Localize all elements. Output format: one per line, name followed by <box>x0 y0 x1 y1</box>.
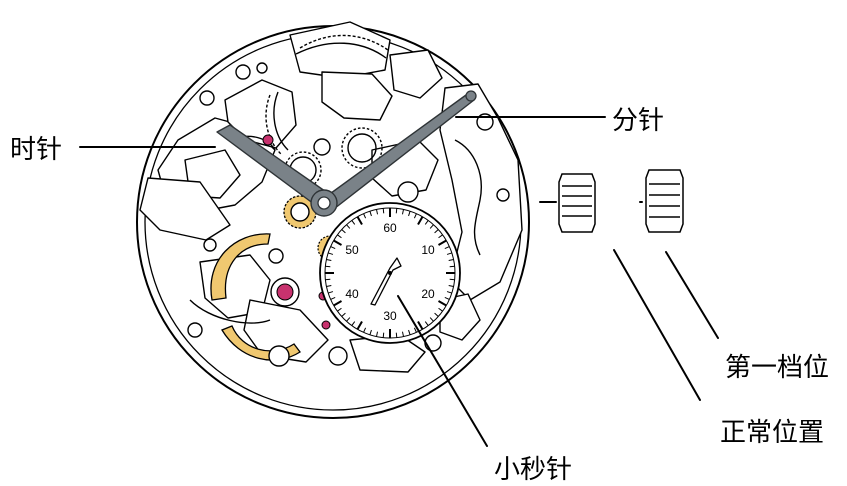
subdial-tick <box>356 320 363 330</box>
subdial-tick <box>333 239 343 246</box>
subdial-tick <box>446 291 452 294</box>
subdial-tick <box>330 246 336 250</box>
small-seconds-subdial: 60 10 20 30 40 50 <box>319 202 461 344</box>
subdial-tick <box>382 208 385 214</box>
subdial-tick <box>328 291 334 294</box>
subdial-tick <box>328 252 334 255</box>
subdial-tick <box>337 307 342 312</box>
subdial-tick <box>363 213 367 219</box>
subdial-tick <box>395 332 398 338</box>
subdial-tick <box>326 284 332 288</box>
label-hour-hand: 时针 <box>10 135 62 165</box>
subdial-tick <box>375 331 379 337</box>
subdial-tick <box>413 327 417 333</box>
subdial-tick <box>401 331 405 337</box>
subdial-tick <box>408 211 411 217</box>
subdial-tick <box>346 224 351 229</box>
subdial-tick <box>341 229 346 234</box>
subdial-tick <box>437 300 447 307</box>
subdial-tick <box>395 208 398 214</box>
subdial-tick <box>369 329 372 335</box>
subdial-tick <box>363 327 367 333</box>
subdial-tick <box>351 220 356 225</box>
subdial-tick <box>337 234 342 239</box>
leader-first-position <box>665 251 719 339</box>
subdial-tick <box>429 317 434 322</box>
subdial-tick <box>325 265 331 268</box>
subdial-tick <box>438 307 443 312</box>
label-minute-hand: 分针 <box>612 106 664 136</box>
subdial-tick <box>438 234 443 239</box>
subdial-number-10: 10 <box>421 243 435 257</box>
subdial-tick <box>424 321 429 326</box>
subdial-tick <box>449 278 455 281</box>
subdial-tick <box>326 258 332 262</box>
subdial-tick <box>434 312 439 317</box>
subdial-tick <box>346 317 351 322</box>
subdial-tick <box>444 246 450 250</box>
small-second-hand <box>370 257 402 306</box>
subdial-number-20: 20 <box>421 287 435 301</box>
subdial-tick <box>444 296 450 300</box>
subdial-tick <box>408 329 411 335</box>
subdial-tick <box>437 239 447 246</box>
subdial-ticks <box>325 208 455 338</box>
subdial-tick <box>446 252 452 255</box>
subdial-tick <box>434 229 439 234</box>
subdial-tick <box>448 284 454 288</box>
subdial-tick <box>330 296 336 300</box>
leader-small-second-hand <box>397 295 488 447</box>
subdial-tick <box>325 278 331 281</box>
subdial-tick <box>448 258 454 262</box>
main-hands <box>216 90 477 217</box>
subdial-number-60: 60 <box>383 221 397 235</box>
subdial-tick <box>429 224 434 229</box>
crown-normal-position <box>539 173 596 233</box>
label-small-second-hand: 小秒针 <box>494 455 572 485</box>
subdial-tick <box>351 321 356 326</box>
subdial-tick <box>449 265 455 268</box>
subdial-tick <box>417 320 424 330</box>
subdial-number-50: 50 <box>345 243 359 257</box>
subdial-tick <box>369 211 372 217</box>
label-first-position: 第一档位 <box>725 353 829 383</box>
subdial-tick <box>356 216 363 226</box>
subdial-tick <box>401 209 405 215</box>
subdial-tick <box>424 220 429 225</box>
subdial-number-30: 30 <box>383 309 397 323</box>
subdial-tick <box>333 300 343 307</box>
subdial-tick <box>375 209 379 215</box>
leader-normal-position <box>613 249 701 401</box>
leader-lines <box>79 116 719 447</box>
subdial-tick <box>341 312 346 317</box>
crown-first-position <box>639 169 684 233</box>
subdial-number-40: 40 <box>345 287 359 301</box>
subdial-tick <box>413 213 417 219</box>
subdial-tick <box>417 216 424 226</box>
label-normal-position: 正常位置 <box>720 418 824 448</box>
jewels <box>262 134 331 330</box>
subdial-tick <box>382 332 385 338</box>
